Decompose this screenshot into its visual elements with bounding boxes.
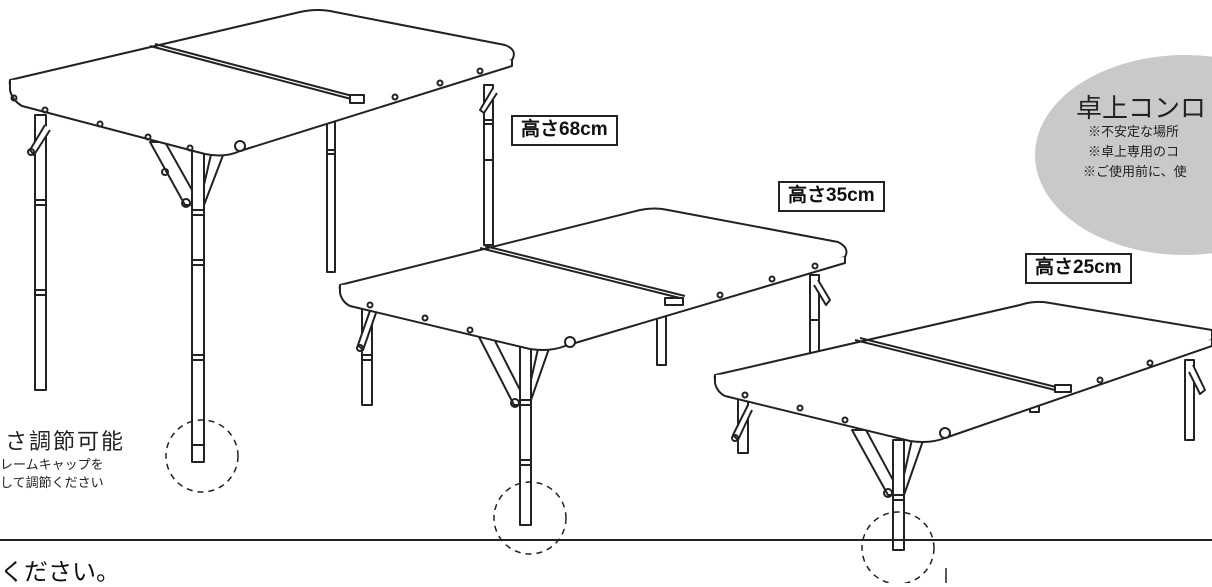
height-label-68cm: 高さ68cm	[511, 115, 618, 146]
table-25cm	[713, 300, 1212, 551]
foot-detail-circle-3	[861, 511, 935, 583]
height-label-35cm: 高さ35cm	[778, 181, 885, 212]
adjust-note-line1: レームキャップを	[0, 457, 104, 472]
stove-note-line1: ※不安定な場所	[1088, 124, 1180, 139]
footer-text: ください。	[0, 559, 120, 586]
adjust-note-line2: して調節ください	[0, 475, 104, 490]
table-68cm	[8, 9, 515, 463]
foot-detail-circle-1	[165, 419, 239, 493]
stove-note-line3: ※ご使用前に、使	[1083, 164, 1187, 179]
foot-detail-circle-2	[493, 481, 567, 555]
table-35cm	[338, 207, 848, 526]
stove-note-line2: ※卓上専用のコ	[1088, 144, 1180, 159]
stove-note-title: 卓上コンロ	[1076, 93, 1207, 123]
stove-note-oval	[1035, 55, 1212, 255]
height-label-25cm: 高さ25cm	[1025, 253, 1132, 284]
adjust-note-title: さ調節可能	[5, 429, 126, 454]
